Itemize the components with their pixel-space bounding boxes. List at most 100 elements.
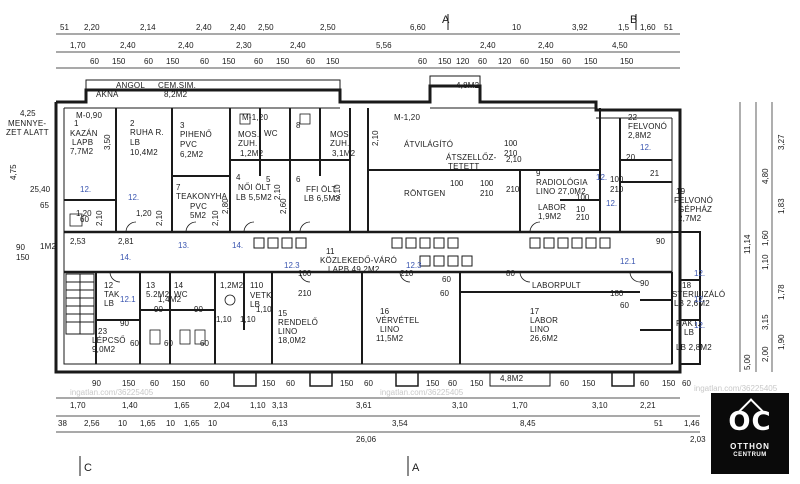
room-label: 5.2M2	[146, 290, 170, 299]
room-label: KÖZLEKEDŐ-VÁRÓ	[320, 256, 398, 265]
section-lines	[79, 14, 637, 476]
room-label: 18,0M2	[278, 336, 306, 345]
dimension-label: 100	[298, 269, 312, 278]
dimension-label: 150	[438, 57, 452, 66]
dimension-label: 2,10	[273, 184, 282, 200]
room-label: 13	[146, 281, 156, 290]
annotation-mark: 12.	[694, 269, 706, 278]
dimension-label: 10	[512, 23, 521, 32]
dimension-label: 2,10	[506, 155, 522, 164]
dimension-label: 6,60	[410, 23, 426, 32]
room-label: M-1,20	[242, 113, 269, 122]
dimension-label: 150	[540, 57, 554, 66]
dimension-label: 2,40	[538, 41, 554, 50]
dimension-label: 2,40	[230, 23, 246, 32]
dimension-label: 210	[610, 185, 624, 194]
dimension-label: 60	[200, 57, 209, 66]
room-label: 4	[236, 173, 241, 182]
dimension-label: 2,10	[95, 210, 104, 226]
room-label: 15	[278, 309, 288, 318]
dimension-label: 120	[498, 57, 512, 66]
dimension-label: 1,20	[136, 209, 152, 218]
room-label: TAK	[104, 290, 120, 299]
dimension-label: 1,70	[512, 401, 528, 410]
room-label: ÁTSZELLŐZ-	[446, 153, 497, 162]
watermark: ingatlan.com/36225405	[694, 384, 778, 393]
room-label: PIHENŐ	[180, 130, 212, 139]
room-label: PVC	[180, 140, 198, 149]
dimension-label: 60	[80, 215, 89, 224]
room-label: LINO	[530, 325, 550, 334]
dimension-label: 60	[640, 379, 649, 388]
room-label: 4,8M2	[456, 81, 480, 90]
stairs	[65, 273, 95, 335]
room-label: M-1,20	[394, 113, 421, 122]
logo-mark: OC	[728, 407, 772, 437]
room-label: M-0,90	[76, 111, 103, 120]
annotation-mark: 12.3	[284, 261, 300, 270]
room-label: 6,2M2	[180, 150, 204, 159]
dimension-label: 2,14	[140, 23, 156, 32]
room-label: 1M2	[40, 242, 57, 251]
dimension-label: 2,21	[640, 401, 656, 410]
dimension-label: 4,80	[761, 168, 770, 184]
dimension-label: 1,40	[122, 401, 138, 410]
room-label: 2,8M2	[628, 131, 652, 140]
room-label: LÉPCSŐ	[92, 336, 126, 345]
dimension-label: 10	[118, 419, 127, 428]
dimension-label: 26,06	[356, 435, 377, 444]
section-mark-a-top: A	[442, 14, 450, 26]
section-mark-a-bottom: A	[412, 462, 420, 474]
room-label: CEM.SIM.	[158, 81, 197, 90]
room-label: LAPB	[72, 138, 94, 147]
dimension-label: 1,65	[140, 419, 156, 428]
dimension-label: 60	[200, 379, 209, 388]
dimension-label: 1,60	[761, 230, 770, 246]
dimension-label: 38	[58, 419, 67, 428]
room-label: WC	[264, 129, 278, 138]
room-label: PVC	[190, 202, 208, 211]
dimension-label: 60	[620, 301, 629, 310]
room-label: LB	[684, 328, 695, 337]
dimension-label: 100	[450, 179, 464, 188]
dimension-label: 150	[166, 57, 180, 66]
dimension-label: 210	[400, 269, 414, 278]
right-annex	[672, 231, 701, 365]
dimension-label: 2,80	[221, 198, 230, 214]
room-label: NŐI ÖLT	[238, 183, 271, 192]
room-label: RADIOLÓGIA	[536, 178, 588, 187]
annotation-mark: 12.	[596, 173, 608, 182]
room-label: LINO 27,0M2	[536, 187, 586, 196]
room-label: ÁTVILÁGÍTÓ	[404, 140, 454, 149]
dimension-label: 2,40	[196, 23, 212, 32]
room-label: LB 6,5M2	[304, 194, 340, 203]
room-label: 110	[250, 281, 264, 290]
corridor-seats	[253, 237, 611, 267]
room-label: LINO	[278, 327, 298, 336]
dimension-label: 60	[418, 57, 427, 66]
dimension-label: 51	[60, 23, 69, 32]
room-label: 10,4M2	[130, 148, 158, 157]
dimension-label: 4,25	[20, 109, 36, 118]
dimension-label: 60	[306, 57, 315, 66]
room-label: LB 2,8M2	[676, 343, 712, 352]
fixtures	[69, 113, 311, 345]
dimension-label: 150	[426, 379, 440, 388]
annotation-mark: 12.	[694, 295, 706, 304]
room-label: 11	[326, 247, 335, 256]
room-label: 23	[98, 327, 108, 336]
room-label: 21	[650, 169, 660, 178]
room-label: RENDELŐ	[278, 318, 319, 327]
dimension-label: 60	[440, 289, 449, 298]
otthon-centrum-logo: OC OTTHON CENTRUM	[711, 393, 789, 474]
annotation-mark: 14.	[120, 253, 132, 262]
dimension-label: 1,65	[184, 419, 200, 428]
dimension-label: 2,56	[84, 419, 100, 428]
dimension-label: 2,03	[690, 435, 706, 444]
dimension-label: 60	[254, 57, 263, 66]
dimension-label: 2,10	[371, 130, 380, 146]
dimension-label: 1,60	[640, 23, 656, 32]
dimension-label: 11,14	[743, 234, 752, 254]
room-label: STERILIZÁLÓ	[672, 290, 726, 299]
